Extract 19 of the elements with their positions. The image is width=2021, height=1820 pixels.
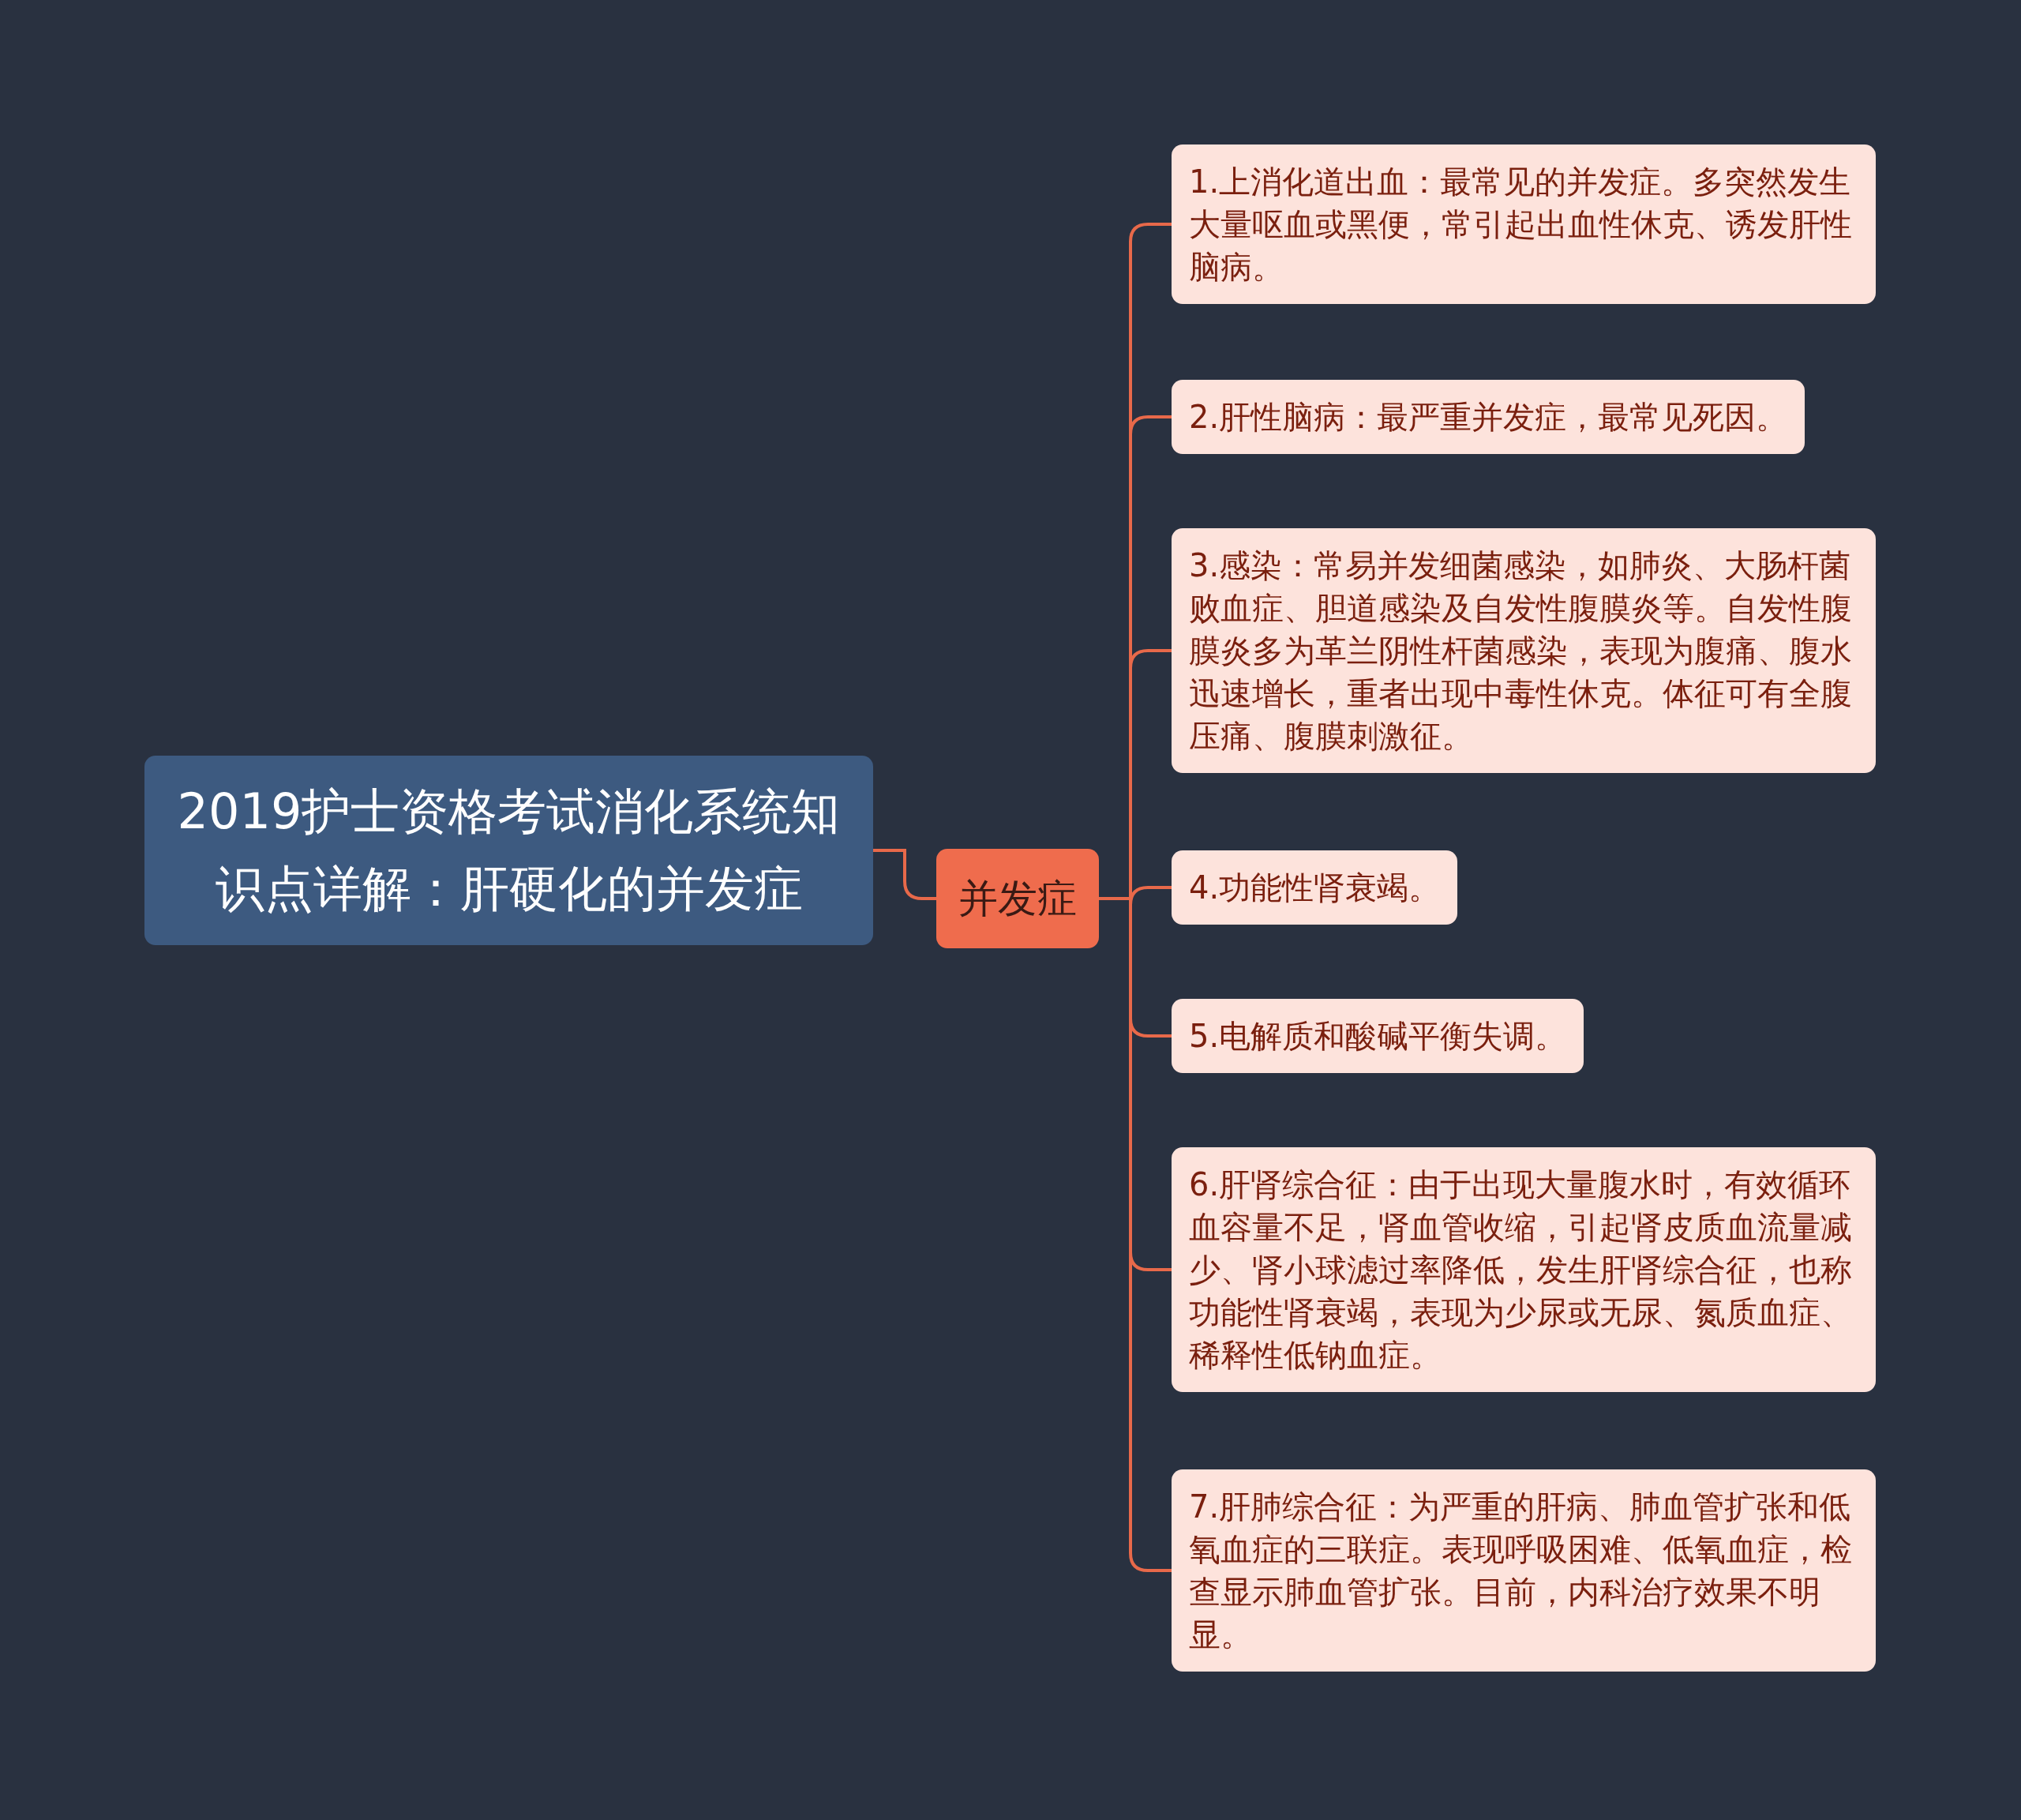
topic-text: 2.肝性脑病：最严重并发症，最常见死因。 <box>1189 398 1788 437</box>
subtopic-box <box>1172 380 1805 454</box>
topic-text: 7.肝肺综合征：为严重的肝病、肺血管扩张和低氧血症的三联症。表现呼吸困难、低氧血症，检查显示肺血管扩张。目前，内科治疗效果不明显。 <box>1189 1488 1853 1654</box>
topic-text: 2019护士资格考试消化系统知识点详解：肝硬化的并发症 <box>176 782 842 919</box>
branch-topic-box <box>936 849 1099 948</box>
subtopic-box <box>1172 999 1584 1073</box>
topic-text: 3.感染：常易并发细菌感染，如肺炎、大肠杆菌败血症、胆道感染及自发性腹膜炎等。自发性腹膜炎多为革兰阴性杆菌感染，表现为腹痛、腹水迅速增长，重者出现中毒性休克。体征可有全腹压痛、腹膜刺激征。 <box>1189 546 1853 756</box>
topic-text: 6.肝肾综合征：由于出现大量腹水时，有效循环血容量不足，肾血管收缩，引起肾皮质血流量减少、肾小球滤过率降低，发生肝肾综合征，也称功能性肾衰竭，表现为少尿或无尿、氮质血症、稀释性低钠血症。 <box>1189 1165 1853 1375</box>
subtopic-box <box>1172 850 1458 925</box>
topic-text: 4.功能性肾衰竭。 <box>1189 869 1441 907</box>
topic-text: 1.上消化道出血：最常见的并发症。多突然发生大量呕血或黑便，常引起出血性休克、诱发肝性脑病。 <box>1189 163 1853 287</box>
subtopic-box <box>1172 1147 1876 1392</box>
connector-line <box>873 849 936 900</box>
topic-text: 5.电解质和酸碱平衡失调。 <box>1189 1017 1567 1056</box>
subtopic-box <box>1172 1469 1876 1672</box>
subtopic-box <box>1172 144 1876 304</box>
root-topic-box <box>144 756 873 945</box>
topic-text: 并发症 <box>958 875 1077 922</box>
subtopic-box <box>1172 528 1876 773</box>
